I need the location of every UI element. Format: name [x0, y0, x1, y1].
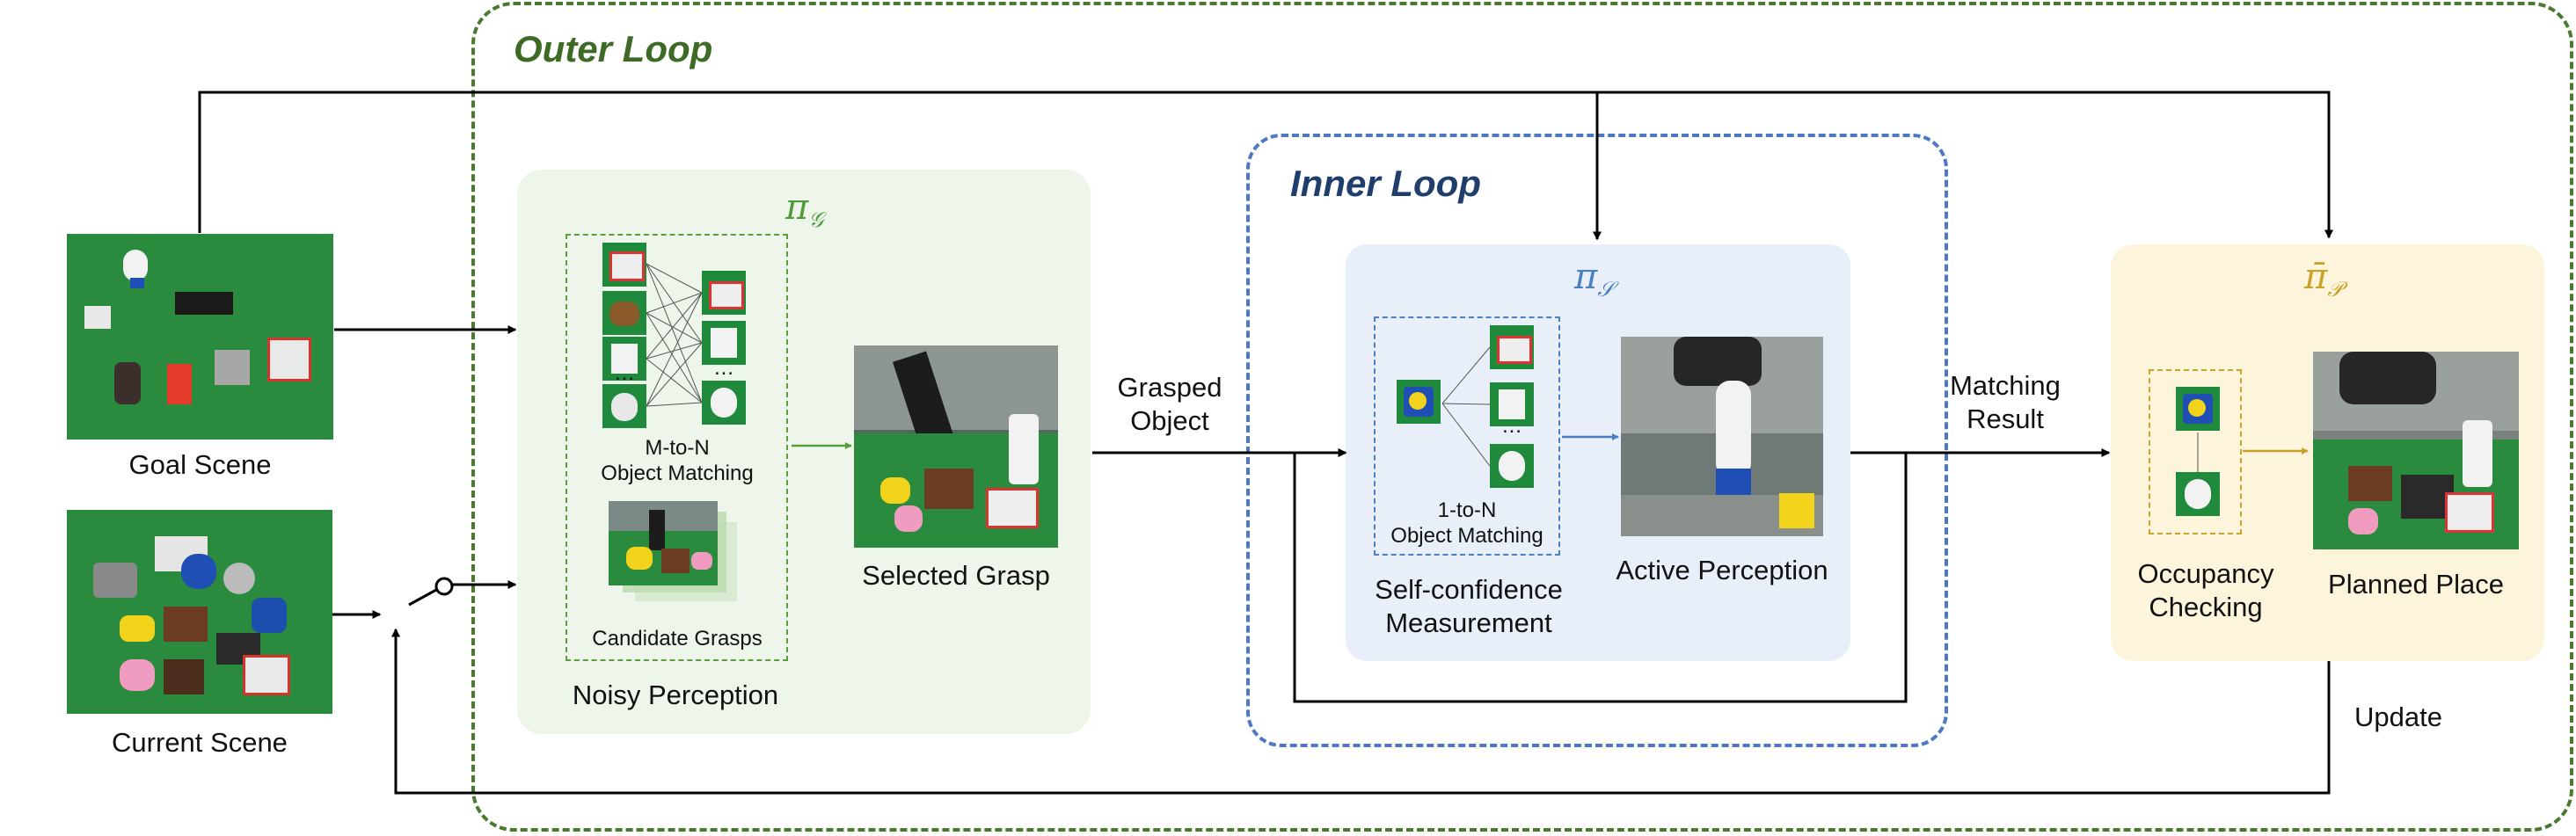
ellipsis-right: … [713, 356, 734, 380]
self-ellipsis: … [1501, 414, 1522, 438]
active-perception-image [1621, 337, 1823, 536]
matching-result-label: Matching Result [1950, 370, 2061, 434]
switch-lever [408, 588, 437, 607]
object-tile-right-1 [702, 271, 746, 315]
self-confidence-label: Self-confidence Measurement [1375, 574, 1563, 638]
update-feedback-line [391, 628, 2331, 795]
candidate-tile-1 [1490, 325, 1534, 369]
selected-grasp-image [854, 345, 1058, 548]
candidate-tile-3 [1490, 444, 1534, 488]
1-to-n-matching-label: 1-to-N Object Matching [1390, 498, 1543, 548]
m-to-n-matching-label: M-to-N Object Matching [601, 436, 754, 485]
self-policy-symbol: π𝒮 [1574, 257, 1614, 302]
candidate-tile-2 [1490, 382, 1534, 426]
current-scene-label: Current Scene [112, 727, 288, 758]
object-tile-right-3 [702, 381, 746, 425]
occupancy-checking-label: Occupancy Checking [2137, 558, 2274, 622]
noisy-perception-label: Noisy Perception [572, 680, 779, 710]
goal-top-line [198, 91, 2333, 239]
outer-loop-title: Outer Loop [514, 28, 713, 69]
planned-place-label: Planned Place [2328, 569, 2504, 600]
goal-scene-label: Goal Scene [128, 449, 272, 480]
update-label: Update [2354, 702, 2442, 732]
candidate-grasp-image [609, 501, 718, 585]
place-policy-symbol: π̄𝒫 [2304, 257, 2343, 302]
candidate-grasps-label: Candidate Grasps [592, 627, 763, 651]
ellipsis-left: … [614, 361, 635, 385]
1-to-n-matching-box [1374, 316, 1560, 556]
object-tile-left-2 [602, 291, 646, 335]
object-tile-left-3 [602, 337, 646, 381]
grasped-object-tile [1397, 380, 1441, 424]
active-perception-label: Active Perception [1616, 555, 1828, 585]
selected-grasp-label: Selected Grasp [862, 560, 1050, 591]
inner-loop-title: Inner Loop [1290, 163, 1481, 204]
switch-pivot [434, 577, 454, 596]
object-tile-right-2 [702, 321, 746, 365]
occupancy-tile-2 [2176, 472, 2220, 516]
occupancy-box [2149, 369, 2242, 534]
outer-loop-box [471, 2, 2573, 832]
object-tile-left-1 [602, 243, 646, 287]
occupancy-tile-1 [2176, 387, 2220, 431]
m-to-n-matching-box [566, 234, 788, 661]
object-tile-left-4 [602, 384, 646, 428]
grasped-object-label: Grasped Object [1117, 372, 1222, 436]
goal-scene-image [67, 234, 333, 440]
current-scene-image [67, 510, 332, 714]
planned-place-image [2313, 352, 2519, 549]
grasp-policy-symbol: π𝒢 [785, 187, 824, 232]
